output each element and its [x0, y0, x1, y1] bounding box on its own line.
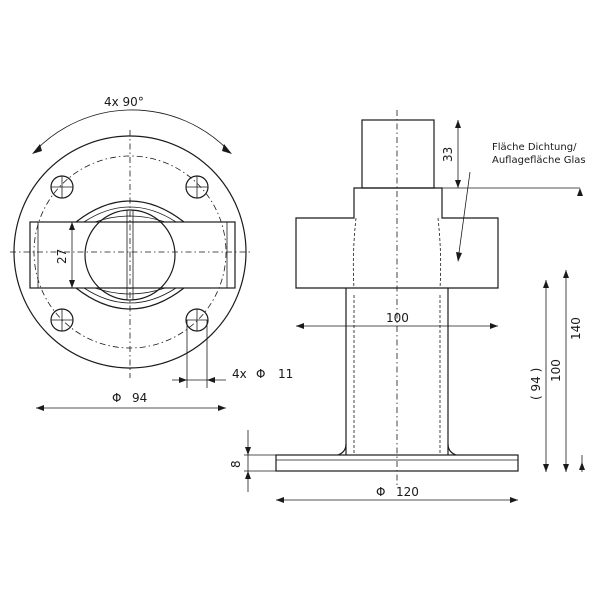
side-view: 33 Fläche Dichtung/ Auflagefläche Glas 1…	[229, 110, 586, 503]
outer-dia-symbol: Φ	[112, 391, 121, 405]
note-line-1: Fläche Dichtung/	[492, 142, 577, 153]
width-100-label: 100	[386, 311, 409, 325]
base-height-label: 8	[229, 460, 243, 468]
base-dia-label: 120	[396, 485, 419, 499]
note-line-2: Auflagefläche Glas	[492, 155, 586, 166]
height-27-label: 27	[55, 249, 69, 264]
bolt-hole-bottom-right	[185, 308, 209, 332]
angle-dimension-arc	[35, 109, 229, 151]
base-dia-symbol: Φ	[376, 485, 385, 499]
top-view: 4x 90°	[10, 95, 293, 411]
upper-body	[295, 187, 499, 289]
holes-dia-symbol: Φ	[256, 367, 265, 381]
angle-label: 4x 90°	[104, 95, 144, 109]
bolt-hole-top-right	[185, 175, 209, 199]
angle-arrow-left	[32, 144, 42, 154]
height-140-label: 140	[569, 317, 583, 340]
height-100-label: 100	[549, 359, 563, 382]
top-height-label: 33	[441, 147, 455, 162]
holes-count-label: 4x	[232, 367, 247, 381]
hub-bore	[84, 209, 176, 301]
bolt-hole-bottom-left	[50, 308, 74, 332]
bolt-hole-top-left	[50, 175, 74, 199]
ref-94-label: ( 94 )	[529, 368, 543, 400]
holes-dia-label: 11	[278, 367, 293, 381]
top-stub	[361, 119, 435, 189]
angle-arrow-right	[222, 144, 232, 154]
outer-dia-label: 94	[132, 391, 147, 405]
